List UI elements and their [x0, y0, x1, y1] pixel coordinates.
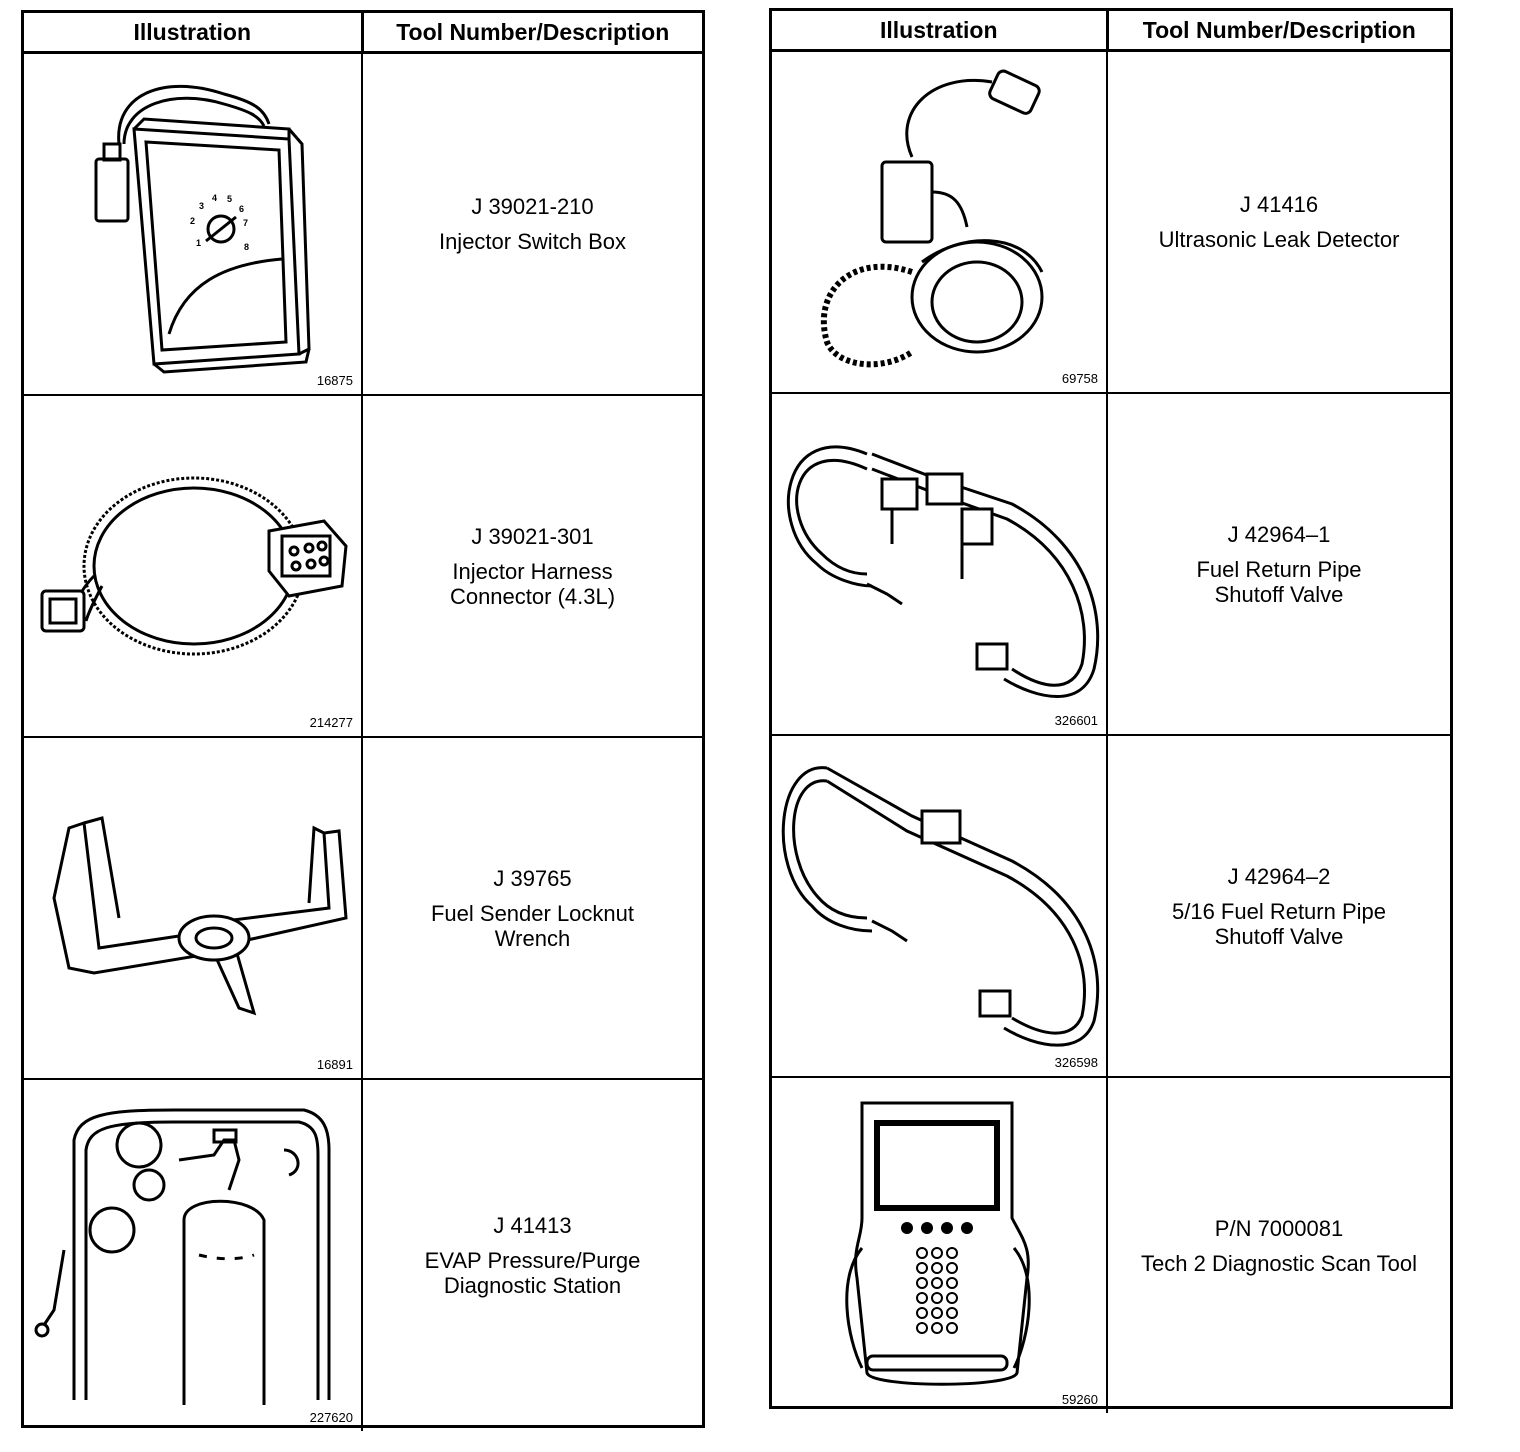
injector-harness-illustration — [24, 396, 362, 736]
illustration-cell: 16891 — [24, 738, 363, 1078]
description-cell: J 39765 Fuel Sender Locknut Wrench — [363, 738, 702, 1078]
shutoff-valve-516-illustration — [772, 736, 1107, 1076]
illustration-cell: 59260 — [772, 1078, 1109, 1413]
illustration-cell: 1 2 3 4 5 6 7 8 16875 — [24, 54, 363, 394]
tool-number: J 42964–1 — [1227, 521, 1331, 547]
table-row: 227620 J 41413 EVAP Pressure/Purge Diagn… — [24, 1080, 702, 1431]
tool-number: J 39021-301 — [471, 523, 594, 549]
description-cell: P/N 7000081 Tech 2 Diagnostic Scan Tool — [1108, 1078, 1450, 1413]
table-row: 1 2 3 4 5 6 7 8 16875 J 39021-210 Inject… — [24, 54, 702, 396]
tech2-scan-tool-illustration — [772, 1078, 1107, 1413]
description-cell: J 41413 EVAP Pressure/Purge Diagnostic S… — [363, 1080, 702, 1431]
illustration-cell: 326601 — [772, 394, 1109, 734]
evap-station-illustration — [24, 1080, 362, 1431]
description-cell: J 39021-210 Injector Switch Box — [363, 54, 702, 394]
figure-number: 69758 — [1061, 371, 1099, 386]
tool-number: J 41416 — [1239, 192, 1319, 217]
illustration-cell: 214277 — [24, 396, 363, 736]
table-header: Illustration Tool Number/Description — [772, 11, 1450, 52]
tool-description: Injector Harness Connector (4.3L) — [449, 558, 616, 609]
tool-table-right: Illustration Tool Number/Description 697… — [769, 8, 1453, 1413]
tool-table-left: Illustration Tool Number/Description — [21, 10, 705, 1431]
table-row: 326601 J 42964–1 Fuel Return Pipe Shutof… — [772, 394, 1450, 736]
figure-number: 214277 — [309, 715, 353, 730]
tool-description: EVAP Pressure/Purge Diagnostic Station — [424, 1248, 641, 1298]
table-row: 59260 P/N 7000081 Tech 2 Diagnostic Scan… — [772, 1078, 1450, 1413]
header-tool-description: Tool Number/Description — [396, 18, 670, 45]
table-row: 69758 J 41416 Ultrasonic Leak Detector — [772, 52, 1450, 394]
injector-switch-box-illustration — [24, 54, 362, 394]
header-illustration: Illustration — [24, 13, 364, 51]
illustration-cell: 326598 — [772, 736, 1109, 1076]
table-header: Illustration Tool Number/Description — [24, 13, 702, 54]
tool-number: P/N 7000081 — [1214, 1215, 1344, 1241]
illustration-cell: 227620 — [24, 1080, 363, 1431]
illustration-cell: 69758 — [772, 52, 1109, 392]
description-cell: J 42964–2 5/16 Fuel Return Pipe Shutoff … — [1108, 736, 1450, 1076]
tool-number: J 42964–2 — [1227, 863, 1331, 889]
tool-description: 5/16 Fuel Return Pipe Shutoff Valve — [1171, 898, 1387, 949]
tool-description: Injector Switch Box — [438, 229, 627, 254]
tool-description: Fuel Sender Locknut Wrench — [430, 900, 635, 951]
leak-detector-illustration — [772, 52, 1107, 392]
figure-number: 16875 — [316, 373, 353, 388]
tool-number: J 39021-210 — [471, 194, 594, 219]
header-illustration: Illustration — [772, 11, 1109, 49]
tool-number: J 41413 — [493, 1213, 572, 1238]
locknut-wrench-illustration — [24, 738, 362, 1078]
description-cell: J 42964–1 Fuel Return Pipe Shutoff Valve — [1108, 394, 1450, 734]
header-tool-description: Tool Number/Description — [1142, 16, 1416, 43]
table-row: 214277 J 39021-301 Injector Harness Conn… — [24, 396, 702, 738]
figure-number: 16891 — [316, 1057, 353, 1072]
tool-number: J 39765 — [493, 865, 572, 891]
tool-description: Ultrasonic Leak Detector — [1158, 227, 1400, 252]
figure-number: 59260 — [1061, 1392, 1099, 1407]
figure-number: 326598 — [1054, 1055, 1099, 1070]
figure-number: 227620 — [309, 1410, 353, 1425]
shutoff-valve-illustration — [772, 394, 1107, 734]
table-row: 16891 J 39765 Fuel Sender Locknut Wrench — [24, 738, 702, 1080]
tool-description: Fuel Return Pipe Shutoff Valve — [1196, 556, 1362, 607]
table-row: 326598 J 42964–2 5/16 Fuel Return Pipe S… — [772, 736, 1450, 1078]
description-cell: J 41416 Ultrasonic Leak Detector — [1108, 52, 1450, 392]
description-cell: J 39021-301 Injector Harness Connector (… — [363, 396, 702, 736]
tool-description: Tech 2 Diagnostic Scan Tool — [1141, 1250, 1417, 1276]
figure-number: 326601 — [1054, 713, 1099, 728]
